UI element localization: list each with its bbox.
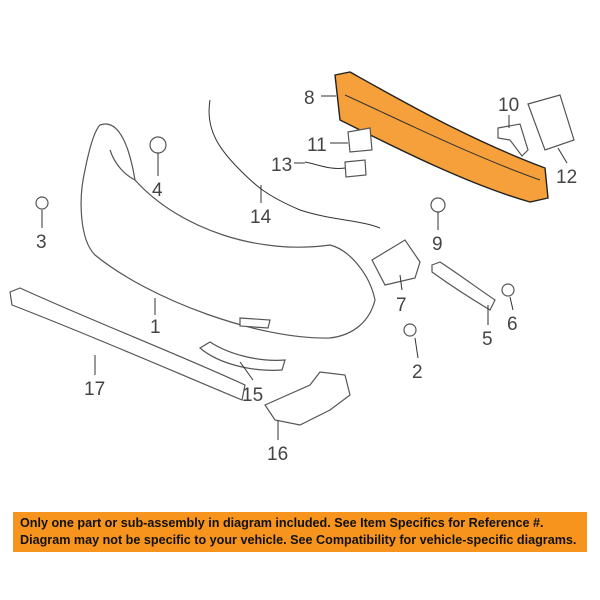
energy-absorber-part-8[interactable] — [334, 71, 549, 203]
callout-5: 5 — [482, 329, 493, 350]
fastener-9 — [430, 197, 446, 213]
callout-14: 14 — [250, 207, 272, 228]
callout-4: 4 — [152, 180, 163, 201]
absorber-ridge — [344, 94, 541, 181]
callout-7: 7 — [396, 295, 407, 316]
bracket-11 — [347, 127, 373, 153]
callout-6: 6 — [507, 314, 518, 335]
splash-shield — [264, 371, 351, 426]
callout-10: 10 — [498, 95, 519, 116]
reflector-slot — [239, 317, 271, 329]
bracket-10 — [497, 123, 529, 157]
callout-17: 17 — [84, 379, 105, 400]
disclaimer-banner: Only one part or sub-assembly in diagram… — [13, 512, 587, 552]
callout-16: 16 — [267, 444, 288, 465]
callout-12: 12 — [556, 167, 577, 188]
disclaimer-line-2: Diagram may not be specific to your vehi… — [20, 533, 577, 547]
callout-9: 9 — [432, 234, 443, 255]
callout-15: 15 — [242, 385, 263, 406]
wiring-harness — [208, 99, 381, 229]
sensor-13 — [344, 159, 367, 178]
callout-2: 2 — [412, 362, 423, 383]
parts-diagram: 1 2 3 4 5 6 7 8 9 10 11 12 13 14 15 16 1… — [9, 71, 577, 465]
fastener-6 — [501, 283, 515, 297]
bumper-cover — [80, 123, 376, 339]
lower-valance — [9, 287, 246, 401]
callout-3: 3 — [36, 232, 47, 253]
bracket-12 — [527, 94, 575, 151]
callout-13: 13 — [271, 155, 292, 176]
fastener-3 — [35, 196, 49, 210]
bumper-line — [109, 149, 136, 181]
callout-1: 1 — [150, 317, 161, 338]
callout-11: 11 — [307, 135, 327, 156]
disclaimer-line-1: Only one part or sub-assembly in diagram… — [20, 516, 544, 530]
fastener-2 — [403, 323, 417, 337]
side-retainer — [431, 261, 496, 311]
side-bracket — [371, 239, 421, 286]
reflector — [198, 341, 286, 371]
callout-8: 8 — [304, 88, 315, 109]
fastener-4 — [149, 136, 167, 154]
